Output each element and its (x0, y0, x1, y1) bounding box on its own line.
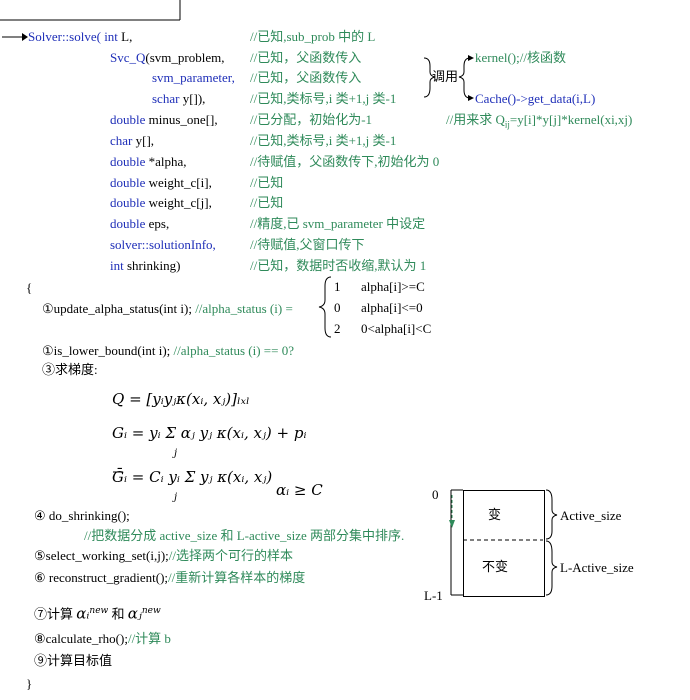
kernel-arrow-head (468, 55, 474, 61)
step-gradient: ③求梯度: (42, 362, 98, 377)
param-comment: //已知 (250, 175, 284, 190)
formula-gbar-sum-index: j (174, 492, 178, 503)
step-compute-alpha-new: ⑦计算 αᵢnew 和 αⱼnew (34, 604, 161, 623)
param-row: double weight_c[i], (110, 175, 212, 190)
param-row: solver::solutionInfo, (110, 237, 216, 252)
case-brace (318, 276, 332, 338)
diagram-bottom-cell: 不变 (482, 559, 509, 574)
diagram-bottom-index: L-1 (424, 588, 443, 603)
diagram-array-box (463, 490, 545, 597)
param-comment: //已知，数据时否收缩,默认为 1 (250, 258, 427, 273)
entry-arrow-head (22, 33, 28, 41)
diagram-top-index: 0 (432, 487, 439, 502)
param-row: double eps, (110, 216, 170, 231)
param-comment: //已知，父函数传入 (250, 50, 362, 65)
param-row: schar y[]), (152, 91, 206, 106)
step-reconstruct-gradient: ⑥ reconstruct_gradient();//重新计算各样本的梯度 (34, 570, 306, 585)
case-value: 0 (334, 300, 341, 315)
case-value: 1 (334, 279, 341, 294)
formula-q: Q = [yᵢyⱼκ(xᵢ, xⱼ)]ₗₓₗ (112, 390, 250, 408)
call-left-brace (423, 57, 436, 98)
formula-alpha-condition: αᵢ ≥ C (276, 481, 323, 499)
case-condition: 0<alpha[i]<C (361, 321, 432, 336)
close-brace: } (26, 676, 33, 691)
param-comment: //已知，父函数传入 (250, 70, 362, 85)
call-right-brace (458, 57, 471, 99)
cache-call: Cache()->get_data(i,L) (475, 91, 596, 106)
param-comment: //待赋值,父窗口传下 (250, 237, 365, 252)
step-update-alpha-status: ①update_alpha_status(int i); //alpha_sta… (42, 301, 293, 316)
formula-g-sum-index: j (174, 448, 178, 459)
l-active-size-brace (545, 540, 558, 596)
diagram-top-cell: 变 (488, 507, 502, 522)
case-condition: alpha[i]<=0 (361, 300, 423, 315)
param-comment: //已知 (250, 195, 284, 210)
qij-note: //用来求 Qij=y[i]*y[j]*kernel(xi,xj) (446, 112, 633, 130)
param-row: char y[], (110, 133, 155, 148)
step-do-shrinking-comment: //把数据分成 active_size 和 L-active_size 两部分集… (84, 528, 405, 543)
formula-g: Gᵢ = yᵢ Σ αⱼ yⱼ κ(xᵢ, xⱼ) + pᵢ (112, 424, 307, 442)
param-comment: //待赋值，父函数传下,初始化为 0 (250, 154, 440, 169)
param-row: double minus_one[], (110, 112, 218, 127)
case-condition: alpha[i]>=C (361, 279, 425, 294)
open-brace: { (26, 280, 33, 295)
param-comment: //已分配，初始化为-1 (250, 112, 373, 127)
param-row: double *alpha, (110, 154, 187, 169)
function-header: Solver::solve( int L, (28, 29, 132, 44)
param-comment: //已知,类标号,i 类+1,j 类-1 (250, 91, 397, 106)
param-comment: //已知,类标号,i 类+1,j 类-1 (250, 133, 397, 148)
active-size-brace (545, 489, 558, 540)
first-param-name: L, (117, 29, 133, 44)
step-select-working-set: ⑤select_working_set(i,j);//选择两个可行的样本 (34, 548, 293, 563)
step-objective: ⑨计算目标值 (34, 653, 113, 668)
diagram-l-active-size-label: L-Active_size (560, 560, 634, 575)
formula-gbar: Ḡᵢ = Cᵢ yᵢ Σ yⱼ κ(xᵢ, xⱼ) (112, 468, 273, 486)
first-param-type: int (104, 29, 118, 44)
param-row: Svc_Q(svm_problem, (110, 50, 225, 65)
diagram-active-size-label: Active_size (560, 508, 622, 523)
step-calculate-rho: ⑧calculate_rho();//计算 b (34, 631, 171, 646)
diagram-pointer-head (449, 520, 455, 528)
step-is-lower-bound: ①is_lower_bound(int i); //alpha_status (… (42, 343, 294, 358)
first-param-comment: //已知,sub_prob 中的 L (250, 29, 376, 44)
call-label: 调用 (432, 69, 459, 84)
param-row: int shrinking) (110, 258, 181, 273)
cache-arrow-head (468, 95, 474, 101)
step-do-shrinking: ④ do_shrinking(); (34, 508, 130, 523)
function-name: Solver::solve( (28, 29, 101, 44)
case-value: 2 (334, 321, 341, 336)
param-row: svm_parameter, (152, 70, 235, 85)
param-row: double weight_c[j], (110, 195, 212, 210)
kernel-call: kernel();//核函数 (475, 50, 566, 65)
param-comment: //精度,已 svm_parameter 中设定 (250, 216, 426, 231)
